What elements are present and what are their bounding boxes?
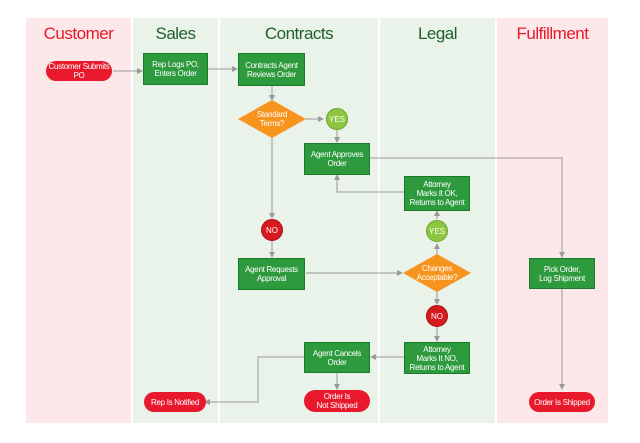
decision-standard-terms-shape — [238, 100, 306, 138]
decision-changes-acceptable[interactable]: Changes Acceptable? — [416, 264, 458, 282]
end-order-not-shipped[interactable]: Order Is Not Shipped — [304, 390, 370, 412]
connector-cancels-to-notified — [204, 356, 304, 405]
process-agent-cancels-order[interactable]: Agent Cancels Order — [304, 342, 370, 373]
yes-connector-2: YES — [426, 220, 448, 242]
process-rep-logs-po[interactable]: Rep Logs PO, Enters Order — [143, 53, 208, 85]
lane-sales: Sales — [133, 18, 218, 423]
decision-standard-terms[interactable]: Standard Terms? — [256, 110, 288, 128]
yes-connector-1: YES — [326, 108, 348, 130]
process-attorney-marks-ok[interactable]: Attorney Marks It OK, Returns to Agent — [404, 176, 470, 211]
no-connector-1: NO — [261, 219, 283, 241]
start-customer-submits-po[interactable]: Customer Submits PO — [46, 61, 112, 81]
lane-title-fulfillment: Fulfillment — [516, 24, 589, 43]
no-connector-2: NO — [426, 305, 448, 327]
process-attorney-marks-no[interactable]: Attorney Marks It NO, Returns to Agent — [404, 342, 470, 374]
connector-approves-to-pick — [370, 157, 565, 258]
lane-title-sales: Sales — [155, 24, 196, 43]
connector-attorney-ok-to-approves — [334, 174, 404, 193]
lane-title-contracts: Contracts — [264, 24, 334, 43]
end-order-shipped[interactable]: Order Is Shipped — [529, 392, 595, 412]
process-agent-reviews-order[interactable]: Contracts Agent Reviews Order — [238, 53, 305, 86]
end-rep-notified[interactable]: Rep Is Notified — [144, 392, 206, 412]
lane-customer: Customer — [26, 18, 131, 423]
lane-title-customer: Customer — [43, 24, 114, 43]
lane-fulfillment: Fulfillment — [497, 18, 608, 423]
process-agent-requests-approval[interactable]: Agent Requests Approval — [238, 258, 305, 290]
lane-title-legal: Legal — [417, 24, 458, 43]
decision-changes-acceptable-shape — [403, 254, 471, 292]
process-agent-approves-order[interactable]: Agent Approves Order — [304, 143, 370, 175]
process-pick-order[interactable]: Pick Order, Log Shipment — [529, 258, 595, 289]
